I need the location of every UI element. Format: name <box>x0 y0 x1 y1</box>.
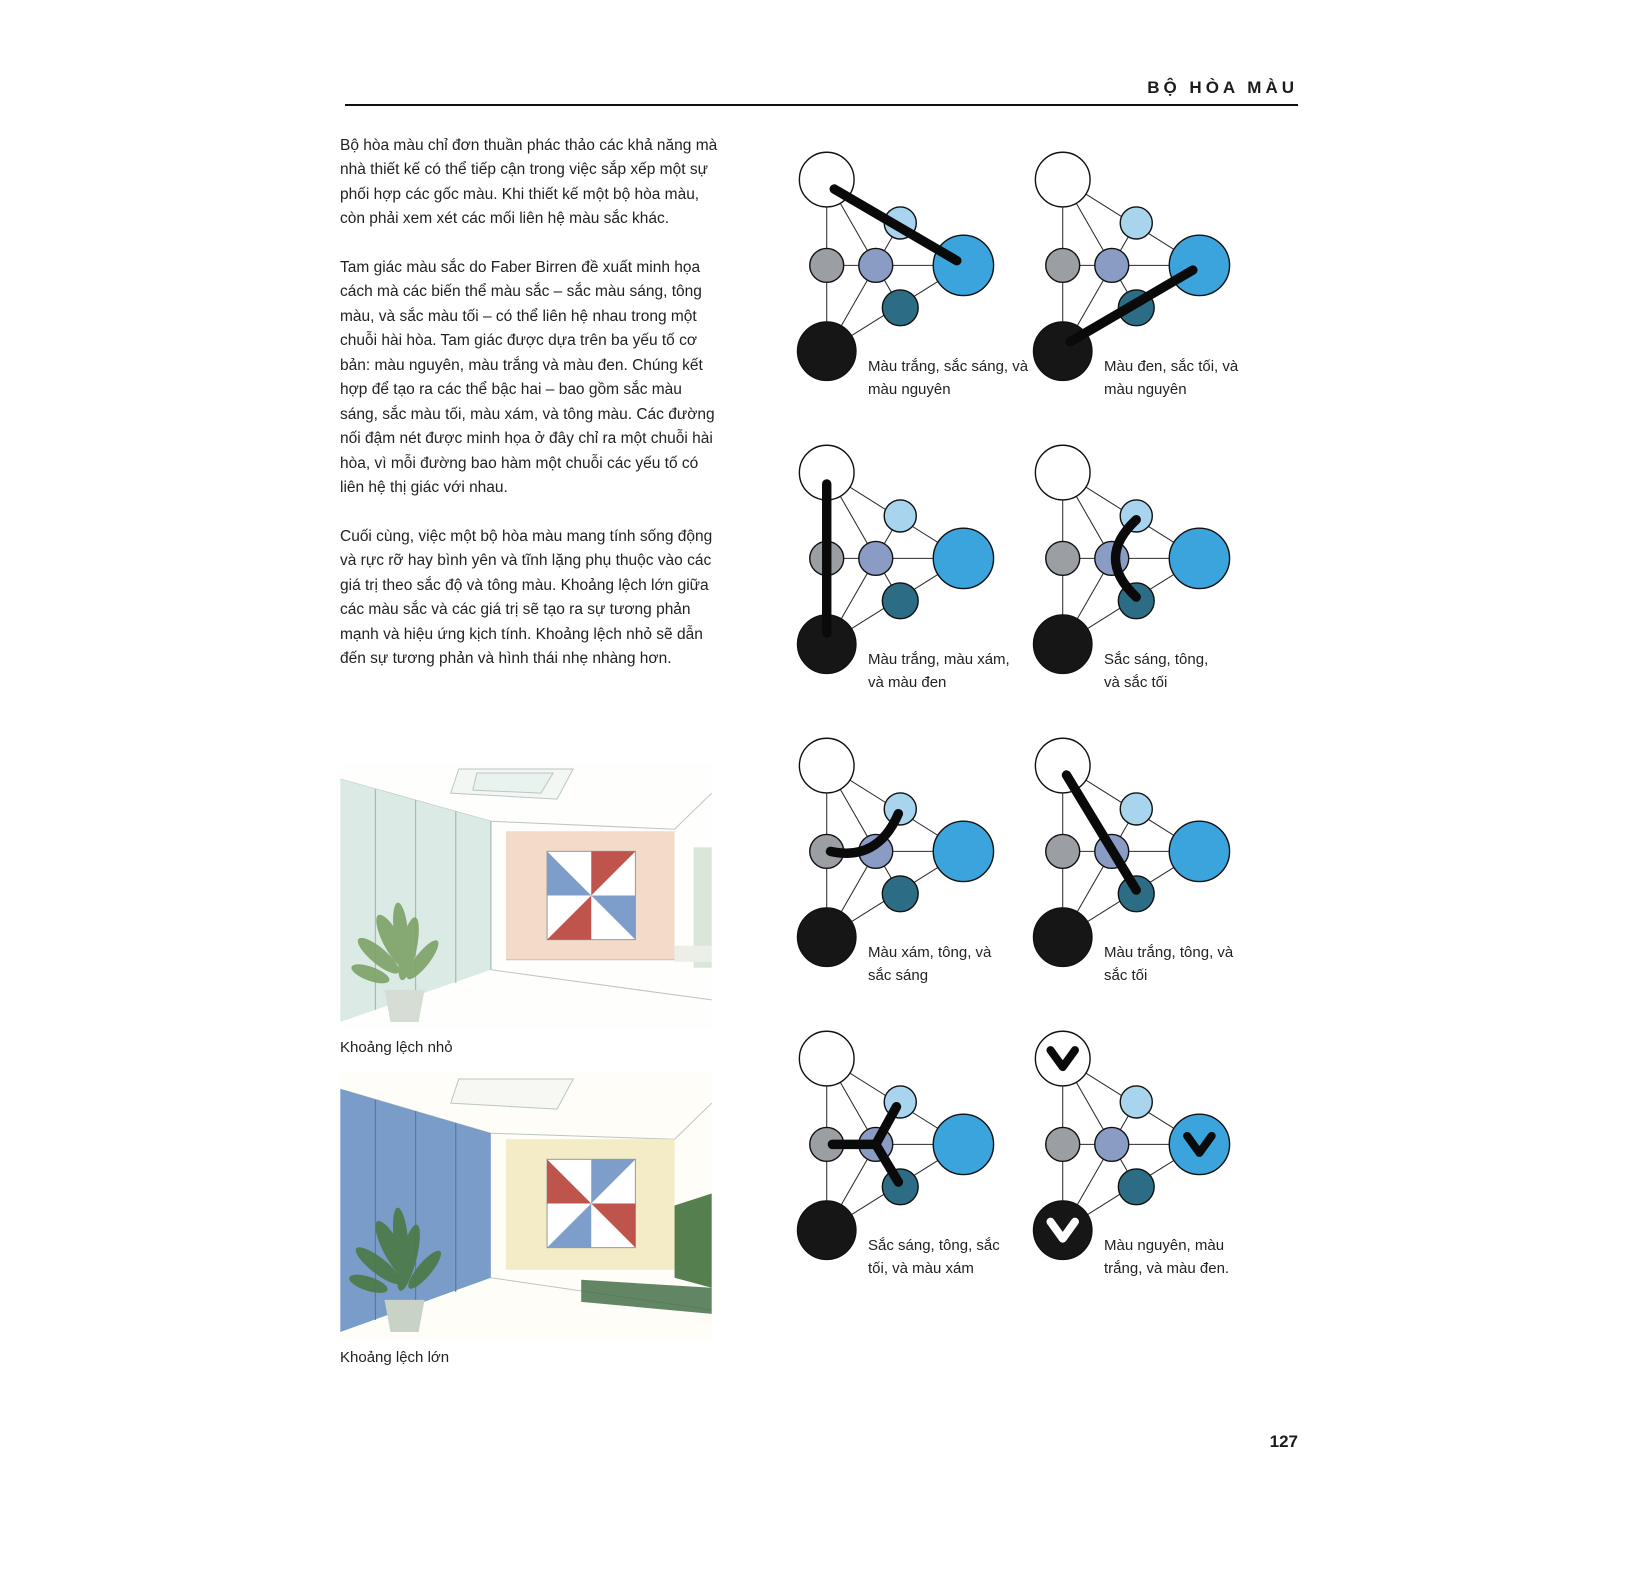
node-tint <box>1119 206 1153 240</box>
node-pure <box>1168 527 1231 590</box>
diagram-caption: Màu nguyên, màu trắng, và màu đen. <box>1104 1237 1230 1277</box>
node-pure <box>932 820 995 883</box>
birren-triangle <box>796 151 995 382</box>
node-black <box>1032 1200 1093 1261</box>
node-black <box>1032 907 1093 968</box>
node-white <box>1034 444 1091 501</box>
paragraph-birren-triangle: Tam giác màu sắc do Faber Birren đề xuất… <box>340 258 715 497</box>
figure-caption-small-interval: Khoảng lệch nhỏ <box>340 1039 453 1056</box>
garden-strip <box>693 847 712 968</box>
diagram-caption: Màu xám, tông, và sắc sáng <box>868 944 992 984</box>
diagram-caption: Màu đen, sắc tối, và màu nguyên <box>1104 358 1239 398</box>
node-shade <box>881 1168 919 1206</box>
diagram-caption: Màu trắng, sắc sáng, và màu nguyên <box>868 358 1029 398</box>
harmony-path <box>871 1101 902 1150</box>
node-white <box>1034 1030 1091 1087</box>
diagram-caption: Sắc sáng, tông, sắc tối, và màu xám <box>868 1237 1000 1277</box>
diagram-caption: Sắc sáng, tông, và sắc tối <box>1104 651 1209 691</box>
birren-triangle <box>1032 1030 1231 1261</box>
header-rule <box>345 104 1298 106</box>
plant-pot <box>384 989 425 1022</box>
node-tint <box>883 499 917 533</box>
birren-triangle <box>796 1030 995 1261</box>
interior-sketch-large-interval <box>340 1073 712 1339</box>
birren-triangle <box>1032 737 1231 968</box>
plant-sketch <box>349 1207 442 1293</box>
harmony-path <box>1061 770 1141 895</box>
node-black <box>1032 614 1093 675</box>
node-tone <box>858 247 894 284</box>
node-gray <box>1045 833 1081 870</box>
interior-sketch-small-interval <box>340 763 712 1029</box>
harmony-path <box>825 808 904 858</box>
birren-triangle <box>796 737 995 968</box>
node-tint <box>1119 792 1153 826</box>
node-gray <box>1045 540 1081 577</box>
triangle-diagram: Màu xám, tông, và sắc sáng <box>770 726 1006 1019</box>
plant-sketch <box>351 902 439 984</box>
diagram-grid: Màu trắng, sắc sáng, và màu nguyên Màu đe… <box>770 140 1242 1312</box>
node-tone <box>858 540 894 577</box>
pinwheel-artwork <box>546 850 636 941</box>
page-number: 127 <box>1269 1432 1298 1451</box>
page-header-title: BỘ HÒA MÀU <box>1147 78 1298 97</box>
node-black <box>796 321 857 382</box>
triangle-diagram: Màu đen, sắc tối, và màu nguyên <box>1006 140 1242 433</box>
diagram-caption: Màu trắng, tông, và sắc tối <box>1104 944 1234 984</box>
check-mark-icon <box>1046 1217 1079 1243</box>
node-black <box>796 907 857 968</box>
node-pure <box>1168 1113 1231 1176</box>
figure-caption-large-interval: Khoảng lệch lớn <box>340 1349 450 1366</box>
hedge <box>674 1193 712 1288</box>
node-shade <box>881 582 919 620</box>
triangle-diagram: Màu trắng, màu xám, và màu đen <box>770 433 1010 726</box>
node-pure <box>932 527 995 590</box>
bench <box>674 945 712 962</box>
birren-triangle <box>1032 444 1231 675</box>
diagram-caption: Màu trắng, màu xám, và màu đen <box>868 651 1010 691</box>
node-shade <box>881 875 919 913</box>
body-text-column: Bộ hòa màu chỉ đơn thuần phác thảo các k… <box>340 134 720 696</box>
node-gray <box>1045 247 1081 284</box>
triangle-diagram: Màu trắng, sắc sáng, và màu nguyên <box>770 140 1028 433</box>
node-pure <box>932 1113 995 1176</box>
paragraph-intro: Bộ hòa màu chỉ đơn thuần phác thảo các k… <box>340 137 718 228</box>
paragraph-intervals: Cuối cùng, việc một bộ hòa màu mang tính… <box>340 527 713 668</box>
node-pure <box>1168 820 1231 883</box>
green-floor <box>581 1279 712 1314</box>
node-black <box>796 1200 857 1261</box>
figure-small-interval: Khoảng lệch nhỏ <box>340 763 712 1056</box>
triangle-diagram: Sắc sáng, tông, sắc tối, và màu xám <box>770 1019 1006 1312</box>
node-tone <box>1094 1126 1130 1163</box>
node-white <box>798 737 855 794</box>
figure-large-interval: Khoảng lệch lớn <box>340 1073 712 1366</box>
triangle-diagram: Màu trắng, tông, và sắc tối <box>1006 726 1242 1019</box>
node-white <box>1034 737 1091 794</box>
node-tone <box>1094 247 1130 284</box>
skylight <box>450 1078 575 1110</box>
triangle-diagram: Màu nguyên, màu trắng, và màu đen. <box>1006 1019 1242 1312</box>
node-gray <box>809 247 845 284</box>
birren-triangle <box>1032 151 1231 382</box>
node-tint <box>1119 1085 1153 1119</box>
node-shade <box>1117 1168 1155 1206</box>
triangle-diagram: Sắc sáng, tông, và sắc tối <box>1006 433 1242 726</box>
node-gray <box>1045 1126 1081 1163</box>
harmony-path <box>1065 265 1198 347</box>
pinwheel-artwork <box>546 1158 636 1249</box>
node-white <box>1034 151 1091 208</box>
plant-pot <box>384 1299 425 1332</box>
harmony-path <box>829 184 962 266</box>
node-pure <box>1168 234 1231 297</box>
check-mark-icon <box>1046 1046 1079 1072</box>
harmony-path <box>871 1139 904 1187</box>
node-white <box>798 1030 855 1087</box>
node-shade <box>881 289 919 327</box>
birren-triangle <box>796 444 995 675</box>
check-mark-icon <box>1183 1131 1216 1157</box>
harmony-path <box>1110 515 1141 602</box>
node-pure <box>932 234 995 297</box>
